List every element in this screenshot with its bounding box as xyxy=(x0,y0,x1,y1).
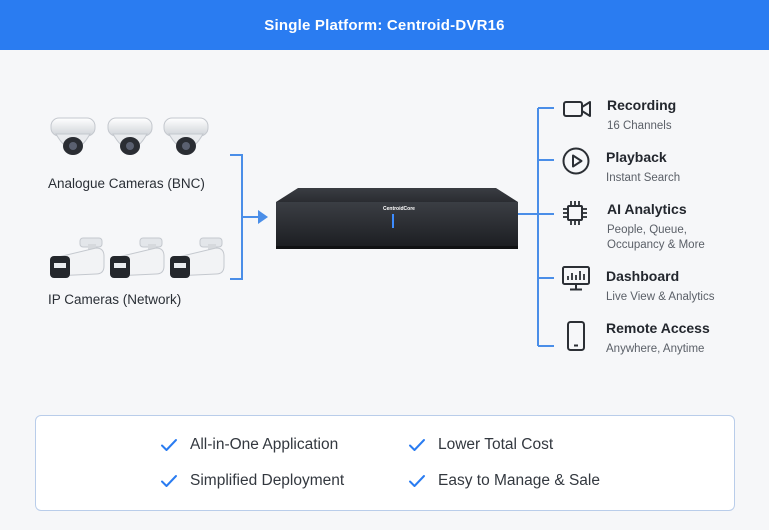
ip-cameras-label: IP Cameras (Network) xyxy=(48,292,182,307)
video-camera-icon xyxy=(562,96,592,122)
output-title-ai-analytics: AI Analytics xyxy=(607,201,687,217)
output-bracket xyxy=(518,107,554,347)
check-icon xyxy=(161,475,177,487)
analogue-cameras-label: Analogue Cameras (BNC) xyxy=(48,176,205,191)
arrow-right-icon xyxy=(258,210,268,224)
bullet-camera-1 xyxy=(50,237,105,278)
input-bracket xyxy=(230,154,268,280)
bullet-camera-3 xyxy=(170,237,225,278)
check-icon xyxy=(409,439,425,451)
dome-camera-2 xyxy=(107,117,153,155)
dome-camera-3 xyxy=(163,117,209,155)
smartphone-icon xyxy=(565,320,587,352)
check-icon xyxy=(161,439,177,451)
dvr-brand-label: CentroidCore xyxy=(383,206,415,212)
dome-camera-1 xyxy=(50,117,96,155)
play-icon xyxy=(561,146,591,176)
chip-icon xyxy=(561,199,589,227)
feature-label: Simplified Deployment xyxy=(190,472,345,489)
feature-item: Simplified Deployment xyxy=(160,472,344,490)
feature-label: Lower Total Cost xyxy=(438,436,554,453)
output-title-remote-access: Remote Access xyxy=(606,320,710,336)
output-sub-ai-analytics-1: People, Queue, xyxy=(607,224,687,236)
bullet-camera-2 xyxy=(110,237,165,278)
feature-item: Lower Total Cost xyxy=(408,436,553,454)
output-sub-dashboard: Live View & Analytics xyxy=(606,291,715,303)
output-sub-playback: Instant Search xyxy=(606,172,681,184)
monitor-icon xyxy=(561,264,591,292)
output-title-dashboard: Dashboard xyxy=(606,268,680,284)
power-led xyxy=(392,214,394,228)
feature-label: Easy to Manage & Sale xyxy=(438,472,600,489)
dvr-device xyxy=(272,186,522,256)
output-title-recording: Recording xyxy=(607,97,677,113)
output-sub-recording: 16 Channels xyxy=(607,120,672,132)
check-icon xyxy=(409,475,425,487)
bullet-cameras-image xyxy=(50,237,225,278)
diagram: Analogue Cameras (BNC) xyxy=(0,50,769,530)
output-sub-remote-access: Anywhere, Anytime xyxy=(606,343,705,355)
features-box: All-in-One Application Lower Total Cost … xyxy=(35,415,735,511)
analogue-cameras-group xyxy=(48,112,218,167)
dome-cameras-image xyxy=(50,117,209,155)
feature-item: Easy to Manage & Sale xyxy=(408,472,600,490)
page-title: Single Platform: Centroid-DVR16 xyxy=(0,0,769,50)
output-title-playback: Playback xyxy=(606,149,667,165)
feature-item: All-in-One Application xyxy=(160,436,338,454)
feature-label: All-in-One Application xyxy=(190,436,339,453)
ip-cameras-group xyxy=(48,236,228,286)
output-sub-ai-analytics-2: Occupancy & More xyxy=(607,239,705,251)
